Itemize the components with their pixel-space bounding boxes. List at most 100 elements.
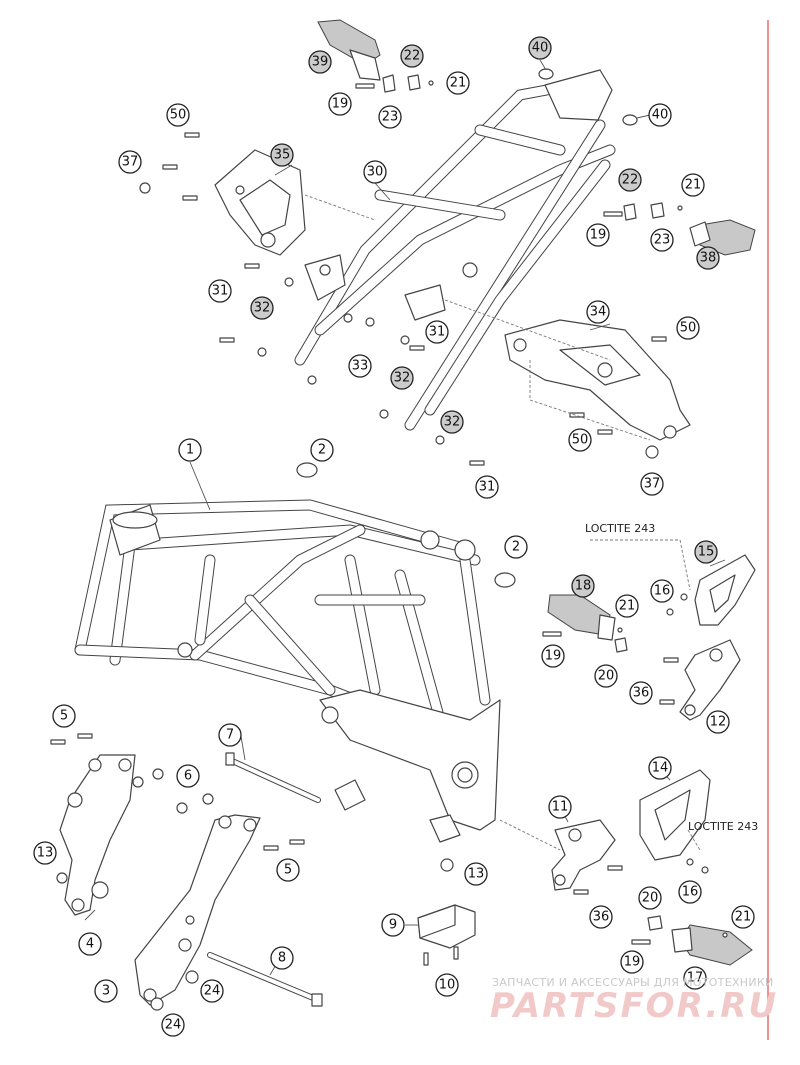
callout-21: 21 [681,173,705,197]
svg-text:23: 23 [654,233,671,248]
footpeg-38 [689,219,756,256]
callout-16: 16 [678,880,702,904]
callout-23: 23 [378,105,402,129]
svg-text:21: 21 [735,910,752,925]
heelguard-15 [694,554,756,626]
callout-34: 34 [586,300,610,324]
svg-text:36: 36 [593,910,610,925]
holder-12 [679,639,741,721]
svg-text:22: 22 [622,173,639,188]
callout-19: 19 [328,92,352,116]
callout-4: 4 [78,932,102,956]
loctite-note: LOCTITE 243 [688,820,758,833]
svg-text:19: 19 [332,97,349,112]
svg-text:40: 40 [652,108,669,123]
svg-text:17: 17 [687,971,704,986]
svg-text:23: 23 [382,110,399,125]
svg-text:50: 50 [680,321,697,336]
callout-24: 24 [161,1013,185,1037]
svg-text:21: 21 [685,178,702,193]
svg-text:24: 24 [204,984,221,999]
svg-text:37: 37 [122,155,139,170]
callout-19: 19 [586,223,610,247]
callout-39: 39 [308,50,332,74]
callout-18: 18 [571,574,595,598]
callout-16: 16 [650,579,674,603]
svg-text:32: 32 [254,301,271,316]
svg-text:14: 14 [652,761,669,776]
callout-19: 19 [620,950,644,974]
svg-text:18: 18 [575,579,592,594]
svg-text:3: 3 [102,984,110,999]
svg-text:4: 4 [86,937,94,952]
svg-text:8: 8 [278,951,286,966]
callout-7: 7 [218,723,242,747]
callout-32: 32 [250,296,274,320]
footpeg-17 [671,924,753,966]
svg-text:19: 19 [545,649,562,664]
svg-text:12: 12 [710,715,727,730]
loctite-note: LOCTITE 243 [585,522,655,535]
callout-31: 31 [425,320,449,344]
callout-22: 22 [618,168,642,192]
svg-text:19: 19 [590,228,607,243]
callout-40: 40 [648,103,672,127]
bracket-9 [417,904,476,949]
svg-text:24: 24 [165,1018,182,1033]
callout-21: 21 [731,905,755,929]
svg-text:1: 1 [186,443,194,458]
svg-text:13: 13 [37,846,54,861]
callout-12: 12 [706,710,730,734]
svg-text:16: 16 [654,584,671,599]
svg-text:31: 31 [429,325,446,340]
svg-text:32: 32 [444,415,461,430]
callout-50: 50 [568,428,592,452]
callout-14: 14 [648,756,672,780]
svg-text:50: 50 [572,433,589,448]
bolt-7 [225,752,321,803]
svg-text:5: 5 [60,709,68,724]
callout-9: 9 [381,913,405,937]
svg-text:39: 39 [312,55,329,70]
callout-23: 23 [650,228,674,252]
bolt-8 [207,952,323,1007]
svg-text:35: 35 [274,148,291,163]
callout-38: 38 [696,246,720,270]
svg-text:2: 2 [512,540,520,555]
svg-text:31: 31 [479,480,496,495]
svg-text:38: 38 [700,251,717,266]
callout-21: 21 [615,594,639,618]
svg-text:32: 32 [394,371,411,386]
callout-50: 50 [676,316,700,340]
watermark-brand: PARTSFOR.RU [490,986,778,1026]
callout-32: 32 [390,366,414,390]
svg-text:13: 13 [468,867,485,882]
callout-33: 33 [348,354,372,378]
callout-24: 24 [200,979,224,1003]
callout-17: 17 [683,966,707,990]
callout-13: 13 [464,862,488,886]
svg-text:5: 5 [284,863,292,878]
svg-text:36: 36 [633,686,650,701]
callout-11: 11 [548,795,572,819]
svg-text:16: 16 [682,885,699,900]
bracket-34 [504,319,691,441]
svg-text:7: 7 [226,728,234,743]
svg-text:21: 21 [450,76,467,91]
callout-37: 37 [640,472,664,496]
bracket-35 [214,149,306,256]
callout-36: 36 [629,681,653,705]
callout-50: 50 [166,103,190,127]
svg-text:6: 6 [184,769,192,784]
callout-15: 15 [694,540,718,564]
hanger-plate-4 [59,754,136,916]
callout-3: 3 [94,979,118,1003]
holder-11 [551,819,616,891]
hardware [50,68,728,1011]
footpeg-39 [317,19,381,81]
callout-32: 32 [440,410,464,434]
svg-text:37: 37 [644,477,661,492]
callout-5: 5 [276,858,300,882]
callout-35: 35 [270,143,294,167]
